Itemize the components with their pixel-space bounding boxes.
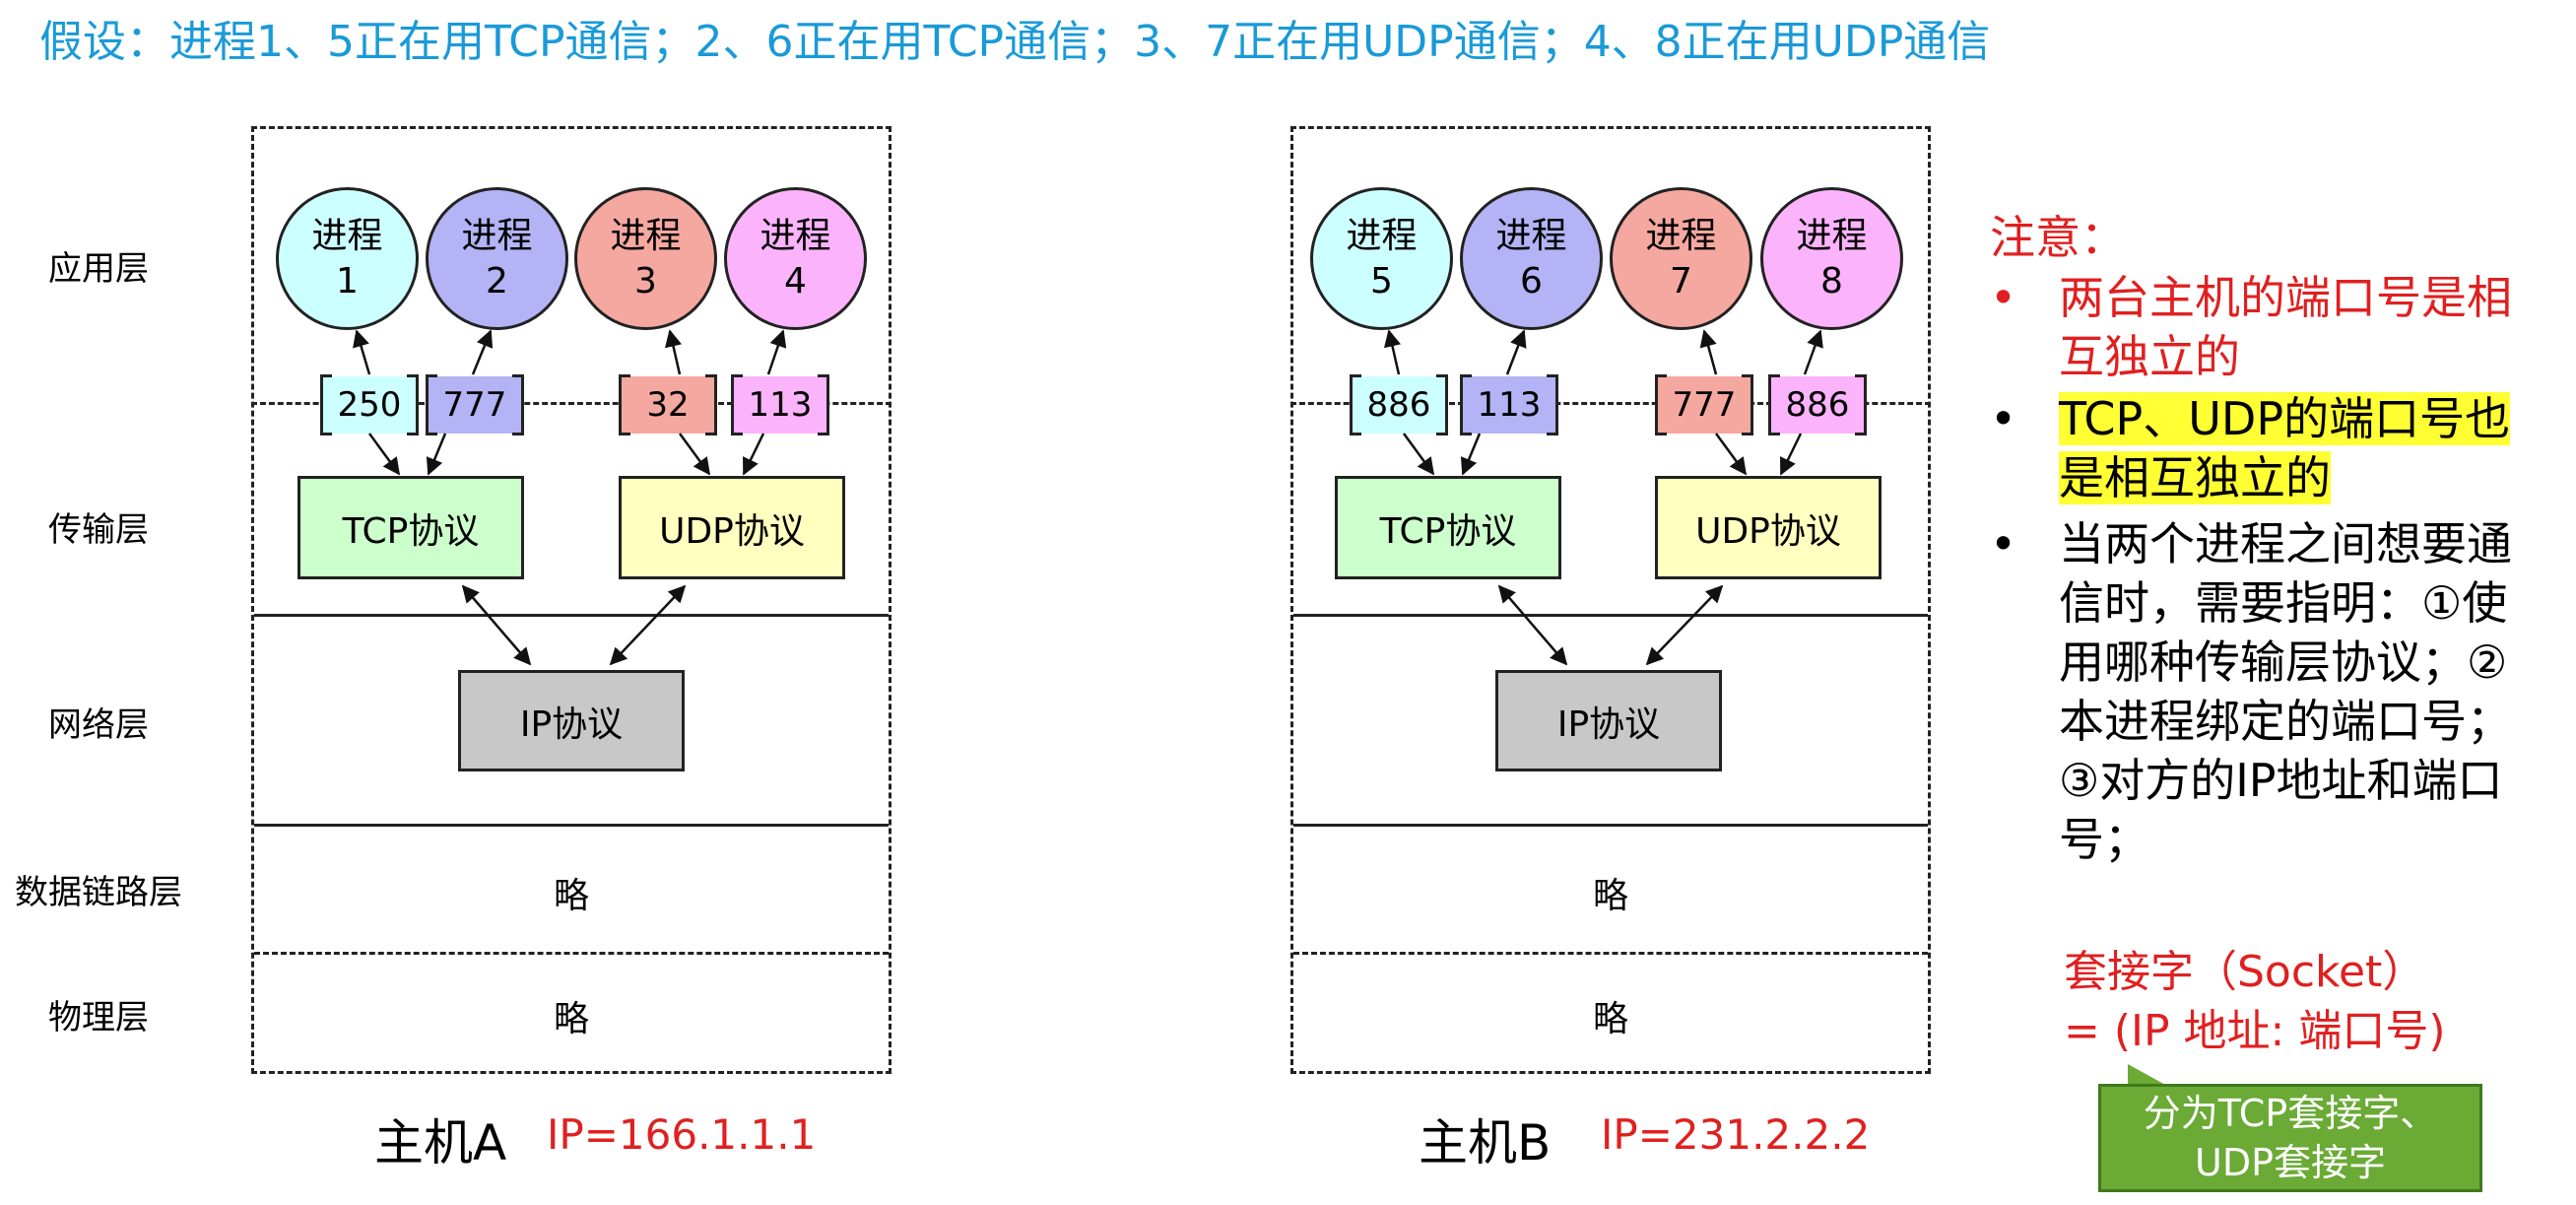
note-item-3: • 当两个进程之间想要通信时，需要指明：①使用哪种传输层协议；②本进程绑定的端口… [1990,514,2551,869]
arrow-port113-process4 [766,329,787,375]
arrow-port113-process6 [1505,329,1527,375]
divider-transport-network [254,614,889,617]
udp-protocol-box: UDP协议 [1655,476,1882,579]
physical-omitted: 略 [553,999,589,1039]
divider-datalink-physical [254,952,889,955]
arrow-port886-process5 [1383,329,1402,375]
ip-protocol-box: IP协议 [1495,670,1722,771]
divider-network-datalink [1293,824,1928,827]
arrow-port886-process8 [1803,329,1823,375]
layer-label-datalink: 数据链路层 [15,873,182,912]
port-886-udp: 886 [1768,374,1867,435]
tcp-protocol-box: TCP协议 [297,476,524,579]
host-a-name: 主机A [374,1114,507,1172]
arrow-port777-tcp [426,433,447,476]
divider-network-datalink [254,824,889,827]
note-title: 注意： [1990,211,2126,264]
arrow-port113-tcp [1460,433,1482,476]
arrow-udp-ip [609,584,687,666]
port-line [251,402,892,405]
arrow-port32-udp [678,433,711,476]
divider-transport-network [1293,614,1928,617]
layer-label-transport: 传输层 [48,510,149,550]
arrow-port777-process2 [471,329,494,375]
arrow-udp-ip [1645,584,1724,666]
host-b-name: 主机B [1419,1114,1552,1172]
page-title: 假设：进程1、5正在用TCP通信；2、6正在用TCP通信；3、7正在用UDP通信… [39,17,1991,67]
note-text: TCP、UDP的端口号也是相互独立的 [2059,392,2511,504]
datalink-omitted: 略 [1592,876,1628,916]
port-113: 113 [731,374,829,435]
physical-omitted: 略 [1592,999,1628,1039]
host-a-box [251,126,892,1074]
bullet: • [1990,271,2017,324]
host-b-box [1290,126,1931,1074]
note-item-1: • 两台主机的端口号是相互独立的 [1990,268,2551,386]
arrow-tcp-ip [1497,584,1568,666]
arrow-port32-process3 [664,329,683,375]
arrow-port113-udp [742,433,765,476]
layer-label-application: 应用层 [48,249,149,289]
bullet: • [1990,517,2017,570]
arrow-port886-udp [1779,433,1803,476]
note-item-2: • TCP、UDP的端口号也是相互独立的 [1990,389,2551,507]
arrow-port250-process1 [353,329,371,375]
callout-line-1: 分为TCP套接字、 [2143,1092,2438,1135]
divider-datalink-physical [1293,952,1928,955]
arrow-port777-udp [1714,433,1748,476]
callout-pointer [2128,1064,2167,1086]
udp-protocol-box: UDP协议 [619,476,845,579]
port-line [1290,402,1931,405]
port-777: 777 [426,374,524,435]
ip-protocol-box: IP协议 [458,670,685,771]
port-886: 886 [1350,374,1448,435]
tcp-protocol-box: TCP协议 [1335,476,1561,579]
note-text: 两台主机的端口号是相互独立的 [2059,271,2512,383]
socket-types-callout: 分为TCP套接字、 UDP套接字 [2098,1084,2482,1192]
callout-line-2: UDP套接字 [2195,1141,2386,1184]
arrow-tcp-ip [461,584,532,666]
socket-definition-formula: = (IP 地址: 端口号) [2064,1006,2446,1056]
socket-definition-title: 套接字（Socket） [2064,947,2426,997]
host-a-ip: IP=166.1.1.1 [547,1110,817,1159]
port-777: 777 [1655,374,1753,435]
note-text: 当两个进程之间想要通信时，需要指明：①使用哪种传输层协议；②本进程绑定的端口号；… [2059,517,2512,866]
layer-label-network: 网络层 [48,705,149,745]
port-250: 250 [320,374,419,435]
port-32: 32 [619,374,717,435]
arrow-port886-tcp [1402,433,1435,476]
bullet: • [1990,392,2017,445]
arrow-port250-tcp [367,433,401,476]
arrow-port777-process7 [1699,329,1718,375]
port-113: 113 [1460,374,1558,435]
layer-label-physical: 物理层 [48,998,149,1038]
host-b-ip: IP=231.2.2.2 [1601,1110,1871,1159]
datalink-omitted: 略 [553,876,589,916]
